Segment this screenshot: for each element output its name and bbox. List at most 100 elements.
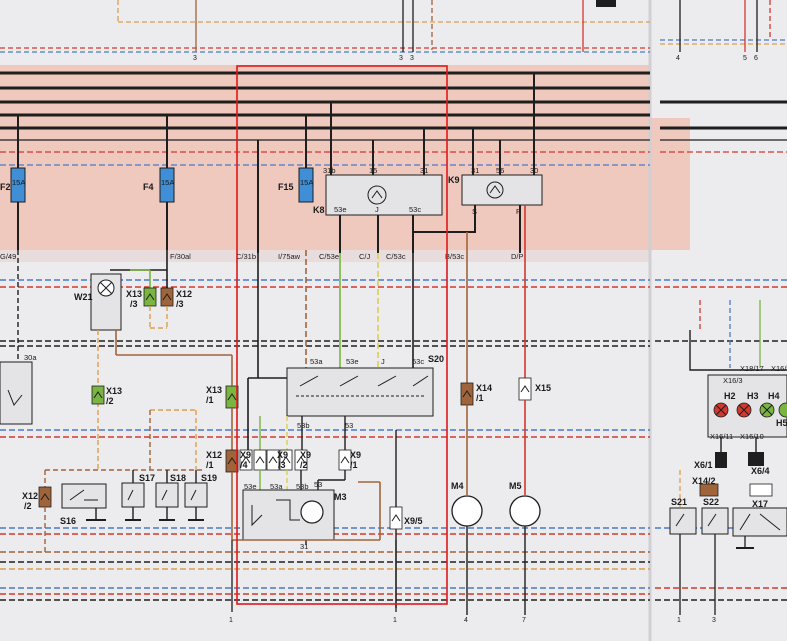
highlight-frame	[236, 65, 448, 605]
panel-label: X16/9	[771, 364, 787, 373]
bottom-wires	[231, 540, 397, 612]
switch-s16: S16	[60, 483, 107, 526]
bottom-number: 1	[677, 617, 681, 624]
plug-label: X9	[300, 450, 311, 460]
top-number: 3	[193, 55, 197, 62]
panel-label: X16/10	[740, 432, 764, 441]
plug-x9-3: X9 /3	[277, 449, 293, 471]
plug-x9-4: X9 /4	[239, 449, 253, 471]
fuse-rating: 15A	[300, 178, 313, 187]
switch-label: S18	[170, 473, 186, 483]
plug-label: X15	[535, 383, 551, 393]
connector-label: D/P	[511, 252, 524, 261]
m3-pin-31: 31	[300, 542, 308, 551]
plug-label: X9	[350, 450, 361, 460]
plug-label: X9/5	[404, 516, 423, 526]
bottom-number-labels: 1 1 4 7 1 3	[229, 617, 716, 624]
power-band-right	[650, 118, 690, 250]
fuse-f15: F15 15A	[278, 115, 314, 203]
m3-pin-53: 53	[314, 480, 322, 489]
right-lower-components: X6/1 X6/4 X14/2 X17 S21 S22	[669, 437, 787, 615]
plug-x9-extra-a	[253, 449, 267, 471]
plug-x9-5: X9/5	[389, 430, 423, 608]
s20-pin-j: J	[381, 357, 385, 366]
connector-label: I/75aw	[278, 252, 301, 261]
terminal-30a-label: 30a	[24, 353, 37, 362]
s20-pin-53: 53	[345, 421, 353, 430]
fuse-rating: 15A	[161, 178, 174, 187]
connector-label: C/J	[359, 252, 371, 261]
k8-k9-wires	[257, 140, 521, 253]
switch-s18: S18	[155, 473, 186, 521]
switch-label: S17	[139, 473, 155, 483]
fuse-f2: F2 15A	[0, 115, 26, 250]
plug-x12-2: X12 /2	[22, 486, 52, 552]
plug-label: /1	[206, 460, 214, 470]
x9-plug-row	[259, 416, 346, 450]
bottom-number: 7	[522, 617, 526, 624]
top-wires	[0, 0, 787, 53]
switch-wiring-left	[44, 409, 205, 487]
k8-pin-15: 15	[369, 166, 377, 175]
plug-x13-2: X13 /2	[91, 385, 122, 406]
motor-m5: X15 M5	[509, 205, 551, 615]
panel-label: X18/17	[740, 364, 764, 373]
switch-label: S22	[703, 497, 719, 507]
k9-pin-30: 30	[530, 166, 538, 175]
fuse-rating: 15A	[12, 178, 25, 187]
plug-label: X13	[206, 385, 222, 395]
plug-label: /1	[206, 395, 214, 405]
k8-pin-53c: 53c	[409, 205, 421, 214]
plug-label: X6/1	[694, 460, 713, 470]
s20-pin-53b: 53b	[297, 421, 310, 430]
bottom-number: 4	[464, 617, 468, 624]
power-bus	[0, 71, 787, 130]
motor-label: M4	[451, 481, 464, 491]
k8-pin-53e: 53e	[334, 205, 347, 214]
top-number: 4	[676, 55, 680, 62]
plug-label: X13	[106, 386, 122, 396]
s20-pin-53e: 53e	[346, 357, 359, 366]
plug-x9-1: X9 /1	[338, 449, 361, 471]
plug-label: /3	[176, 299, 184, 309]
power-band-edge	[0, 250, 650, 262]
motor-label: M5	[509, 481, 522, 491]
plug-label: X9	[240, 450, 251, 460]
plug-label: /3	[130, 299, 138, 309]
plug-label: X12	[22, 491, 38, 501]
motor-m3: 53e 53a 53 53b M3 31	[232, 470, 381, 551]
fuse-f4: F4 15A	[143, 115, 175, 250]
plug-label: X13	[126, 289, 142, 299]
k9-label: K9	[448, 175, 460, 185]
bottom-number: 3	[712, 617, 716, 624]
bottom-number: 1	[393, 617, 397, 624]
s20-pin-53c: 53c	[412, 357, 424, 366]
switch-label: S21	[671, 497, 687, 507]
motor-m4: X14 /1 M4	[451, 232, 492, 615]
fuse-label: F15	[278, 182, 294, 192]
top-number: 6	[754, 55, 758, 62]
plug-x12-3: X12 /3	[150, 270, 192, 329]
connector-label: G/49	[0, 252, 16, 261]
plug-label: /2	[24, 501, 32, 511]
plug-label: /1	[350, 460, 358, 470]
lamp-label: H5	[776, 418, 787, 428]
s20-pin-53a: 53a	[310, 357, 323, 366]
connector-label: B/53c	[445, 252, 464, 261]
m3-label: M3	[334, 492, 347, 502]
plug-label: X12	[206, 450, 222, 460]
top-number: 5	[743, 55, 747, 62]
plug-label: X14/2	[692, 476, 716, 486]
bottom-number: 1	[229, 617, 233, 624]
plug-label: /3	[278, 460, 286, 470]
k8-pin-j: J	[375, 205, 379, 214]
fuse-label: F4	[143, 182, 154, 192]
lamp-label: H2	[724, 391, 736, 401]
indicator-panel: X18/17 X16/9 X16/3 H2 H3 H4 H5 X16/11 X1…	[689, 300, 787, 441]
terminal-30a: 30a	[0, 250, 37, 425]
m3-pin-53e: 53e	[244, 482, 257, 491]
plug-x12-1: X12 /1	[206, 449, 239, 540]
switch-s19: S19	[184, 473, 217, 521]
